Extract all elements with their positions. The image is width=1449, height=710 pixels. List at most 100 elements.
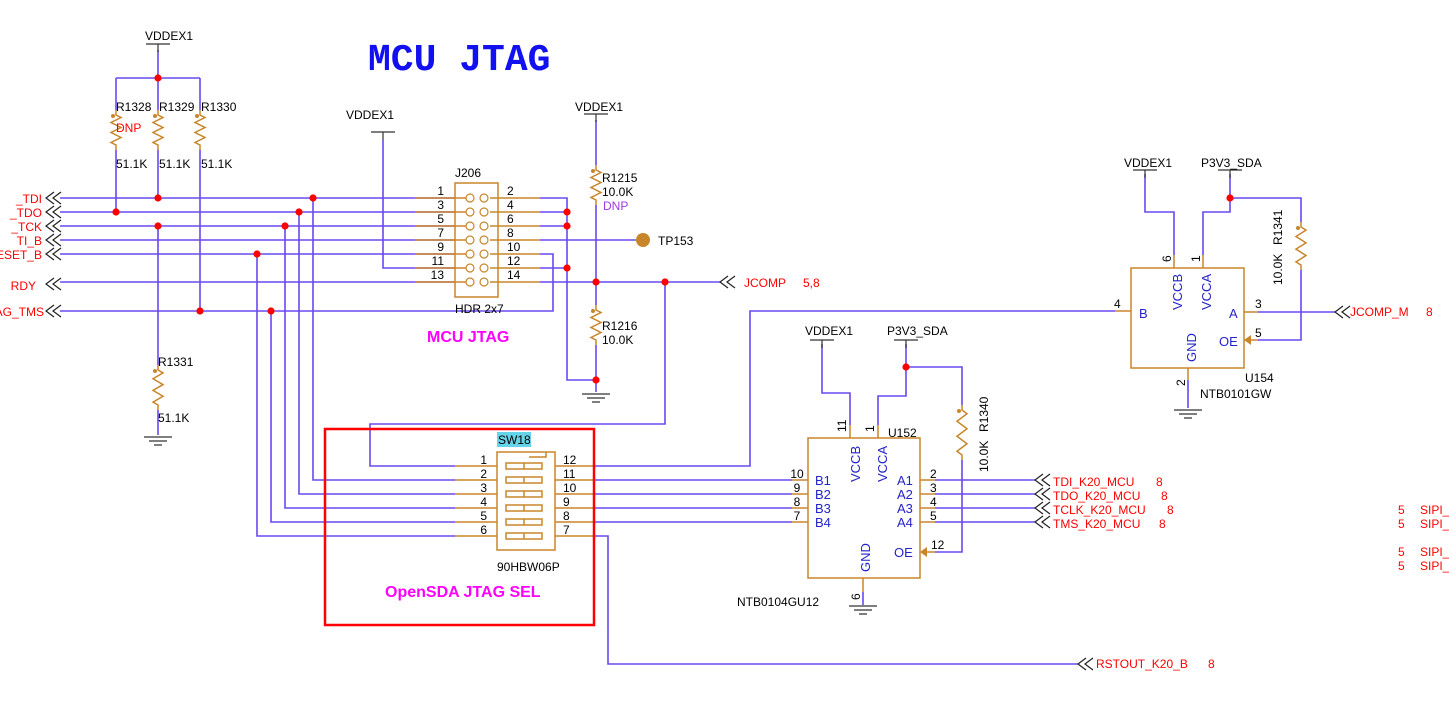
resistor-value: 51.1K [116,157,147,171]
edge-net-label: SIPI_ [1420,517,1449,531]
resistor-note: DNP [116,121,141,135]
junction-dot [563,264,571,272]
offpage-connector-icon [1034,487,1051,501]
net-label: TCLK_K20_MCU [1053,503,1146,517]
net-label: _TDO [9,206,42,220]
header-pin [465,193,475,203]
power-label: VDDEX1 [575,100,623,114]
wire [877,344,907,425]
resistor-ref: R1341 [1271,209,1285,245]
header-pin [465,221,475,231]
offpage-connector-icon [1034,515,1051,529]
resistor-ref: R1331 [158,355,194,369]
offpage-connector-icon [45,247,62,261]
sw18-body [496,451,556,551]
resistor-ref: R1329 [159,100,195,114]
u154-pin-gnd: GND [1184,333,1199,362]
pin-number: 8 [507,226,514,240]
pin-number: 6 [480,523,487,537]
resistor-value: 51.1K [159,157,190,171]
power-symbol [1218,169,1242,178]
sw18-caption: OpenSDA JTAG SEL [385,584,541,601]
pin1-marker [153,369,157,373]
wire [821,344,851,425]
pin-number: 10 [790,467,804,481]
header-pin [465,249,475,259]
pin1-marker [591,309,595,313]
resistor-ref: R1330 [201,100,237,114]
u152-pinnum-gnd: 6 [849,593,863,600]
u154-pinnum-vccb: 6 [1160,255,1174,262]
wire [312,198,455,481]
sw18-ref: SW18 [498,433,531,447]
resistor-ref: R1215 [602,171,638,185]
resistor-value: 51.1K [158,411,189,425]
pin-number: 11 [432,254,445,268]
junction-dot [295,208,303,216]
wire [935,460,963,553]
wire [1202,174,1231,255]
net-label: TDI_K20_MCU [1053,475,1134,489]
u154-pinnum-a: 3 [1255,297,1262,311]
power-symbol [810,339,834,348]
r1340-labels: 10.0K R1340 [977,396,991,472]
wire [298,212,455,495]
resistor-ref: R1340 [977,396,991,432]
resistor-icon [1294,222,1308,270]
sw18-ref-highlight [497,432,531,447]
pin-number: 4 [930,495,937,509]
resistor-icon [955,405,969,460]
wire [382,140,455,269]
junction-dot [154,194,162,202]
resistor-note: DNP [603,199,628,213]
junction-dot [154,222,162,230]
net-label: TDO_K20_MCU [1053,489,1140,503]
edge-net-label: SIPI_ [1420,559,1449,573]
oe-arrow-icon [1244,335,1251,345]
pin-number: 2 [930,467,937,481]
sw18-part: 90HBW06P [497,560,560,574]
pin-name: A1 [897,473,913,488]
power-symbol [371,131,395,140]
power-symbol [1133,169,1157,178]
pin-number: 1 [480,453,487,467]
wire [1258,270,1302,341]
pin-number: 11 [563,467,576,481]
net-label: TI_B [17,234,42,248]
pin1-marker [957,409,961,413]
pin-name: A2 [897,487,913,502]
offpage-connector-icon [1334,305,1351,319]
pin1-marker [1296,226,1300,230]
junction-dot [902,363,910,371]
pin-number: 2 [507,184,514,198]
junction-dot [563,222,571,230]
pin-number: 5 [930,509,937,523]
header-pin [479,207,489,217]
junction-dot [281,222,289,230]
net-label: _TCK [10,220,42,234]
edge-net-label: SIPI_ [1420,503,1449,517]
ground-icon [582,393,610,403]
j206-type: HDR 2x7 [455,302,504,316]
junction-dot [661,278,669,286]
header-pin [479,235,489,245]
offpage-connector-icon [1034,501,1051,515]
resistor-icon [589,305,603,345]
wires [60,50,1335,665]
offpage-connector-icon [45,191,62,205]
u154-pinnum-b: 4 [1114,297,1121,311]
net-label: _TDI [15,192,42,206]
wire [540,197,596,381]
junction-dot [196,307,204,315]
pin-name: B3 [815,501,831,516]
u154-pin-b: B [1139,306,1148,321]
pin-name: B1 [815,473,831,488]
resistor-ref: R1216 [602,319,638,333]
header-pin [479,193,489,203]
sw18-marker [529,452,547,458]
offpage-connector-icon [1034,473,1051,487]
resistor-value: 10.0K [602,333,633,347]
ground-icon [144,436,172,446]
